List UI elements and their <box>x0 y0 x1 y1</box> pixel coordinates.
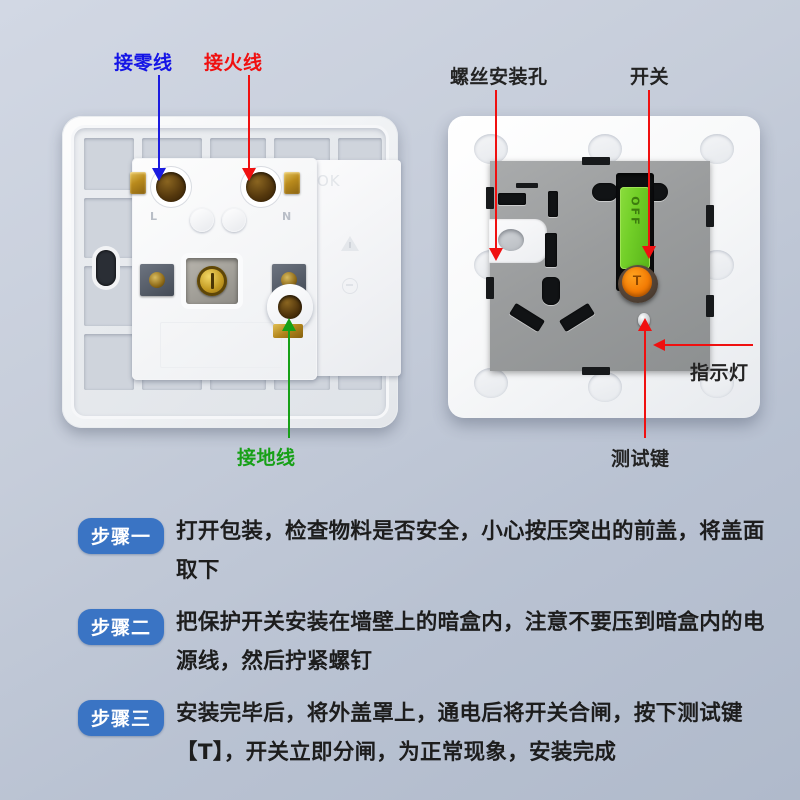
switch-off-label: OFF <box>628 196 642 227</box>
face-dimple-bl <box>474 368 508 398</box>
gray-socket-insert: OFF <box>486 157 714 375</box>
face-dimple-br <box>700 368 734 398</box>
side-terminal-left[interactable] <box>140 264 174 296</box>
label-ground-wire: 接地线 <box>237 447 296 469</box>
leader-indicator-light <box>665 344 753 346</box>
step-badge-2: 步骤二 <box>78 609 165 645</box>
leader-screw-hole <box>495 90 497 250</box>
insert-clip-right-top <box>706 205 714 227</box>
socket-slot-neutral-angled <box>559 302 595 333</box>
label-test-button: 测试键 <box>611 448 670 470</box>
insert-clip-left-top <box>486 187 494 209</box>
molded-text-block <box>160 322 282 368</box>
socket-slot-usb-left <box>592 183 618 201</box>
label-indicator-light: 指示灯 <box>690 362 749 384</box>
insert-clip-top <box>582 157 610 165</box>
face-dimple-tr <box>700 134 734 164</box>
brass-clamp-left <box>130 172 146 194</box>
warning-mark <box>349 242 351 248</box>
ground-terminal[interactable] <box>267 284 313 340</box>
insert-clip-right-bottom <box>706 295 714 317</box>
ground-symbol-bar <box>346 284 353 286</box>
arrowhead-switch <box>642 246 656 259</box>
arrowhead-live-wire <box>242 168 256 181</box>
arrowhead-screw-hole <box>489 248 503 261</box>
socket-slot-2pin-right <box>548 191 558 217</box>
terminal-label-neutral: N <box>282 210 292 223</box>
socket-front-face: OFF <box>448 116 760 418</box>
back-plate-center-body: L N <box>130 158 317 380</box>
insert-clip-tab-left <box>516 183 538 188</box>
brass-clamp-right <box>284 172 300 194</box>
arrowhead-ground-wire <box>282 318 296 331</box>
leader-switch <box>648 90 650 248</box>
test-button[interactable] <box>618 265 658 303</box>
arrowhead-indicator-light <box>653 339 665 351</box>
side-slot-left <box>96 250 116 286</box>
center-brass-screw[interactable] <box>197 266 227 296</box>
step-text-3: 安装完毕后，将外盖罩上，通电后将开关合闸，按下测试键【T】，开关立即分闸，为正常… <box>176 701 743 765</box>
ground-terminal-hole <box>278 295 302 319</box>
arrowhead-test-button <box>638 318 652 331</box>
socket-slot-ground <box>545 233 557 267</box>
step-row: 步骤二 把保护开关安装在墙壁上的暗盒内，注意不要压到暗盒内的电源线，然后拧紧螺钉 <box>0 603 800 681</box>
label-screw-hole: 螺丝安装孔 <box>450 66 548 88</box>
screw-mounting-hole[interactable] <box>498 229 524 251</box>
leader-ground-wire <box>288 330 290 438</box>
steps-list: 步骤一 打开包装，检查物料是否安全，小心按压突出的前盖，将盖面取下 步骤二 把保… <box>0 512 800 785</box>
terminal-label-live: L <box>150 210 158 223</box>
step-row: 步骤一 打开包装，检查物料是否安全，小心按压突出的前盖，将盖面取下 <box>0 512 800 590</box>
step-row: 步骤三 安装完毕后，将外盖罩上，通电后将开关合闸，按下测试键【T】，开关立即分闸… <box>0 694 800 772</box>
plastic-knob-right <box>222 208 246 232</box>
socket-slot-2pin-left <box>498 193 526 205</box>
insert-clip-left-bottom <box>486 277 494 299</box>
leader-neutral-wire <box>158 75 160 170</box>
socket-back-plate: OK L N <box>62 116 401 428</box>
step-text-1: 打开包装，检查物料是否安全，小心按压突出的前盖，将盖面取下 <box>176 519 765 583</box>
label-switch: 开关 <box>630 66 670 88</box>
leader-test-button <box>644 330 646 438</box>
leader-live-wire <box>248 75 250 170</box>
insert-clip-bottom <box>582 367 610 375</box>
label-neutral-wire: 接零线 <box>114 52 173 74</box>
step-badge-1: 步骤一 <box>78 518 165 554</box>
face-dimple-bc <box>588 372 622 402</box>
back-plate-right-body: OK <box>309 160 401 376</box>
arrowhead-neutral-wire <box>152 168 166 181</box>
emboss-ok-text: OK <box>317 172 341 190</box>
label-live-wire: 接火线 <box>204 52 263 74</box>
test-button-cap <box>622 267 652 297</box>
ground-symbol-icon <box>342 278 358 294</box>
center-screw-window <box>186 258 238 304</box>
face-dimple-tl <box>474 134 508 164</box>
step-text-2: 把保护开关安装在墙壁上的暗盒内，注意不要压到暗盒内的电源线，然后拧紧螺钉 <box>176 610 765 674</box>
socket-slot-live-angled <box>509 302 545 333</box>
step-badge-3: 步骤三 <box>78 700 165 736</box>
plastic-knob-left <box>190 208 214 232</box>
socket-slot-center <box>542 277 560 305</box>
